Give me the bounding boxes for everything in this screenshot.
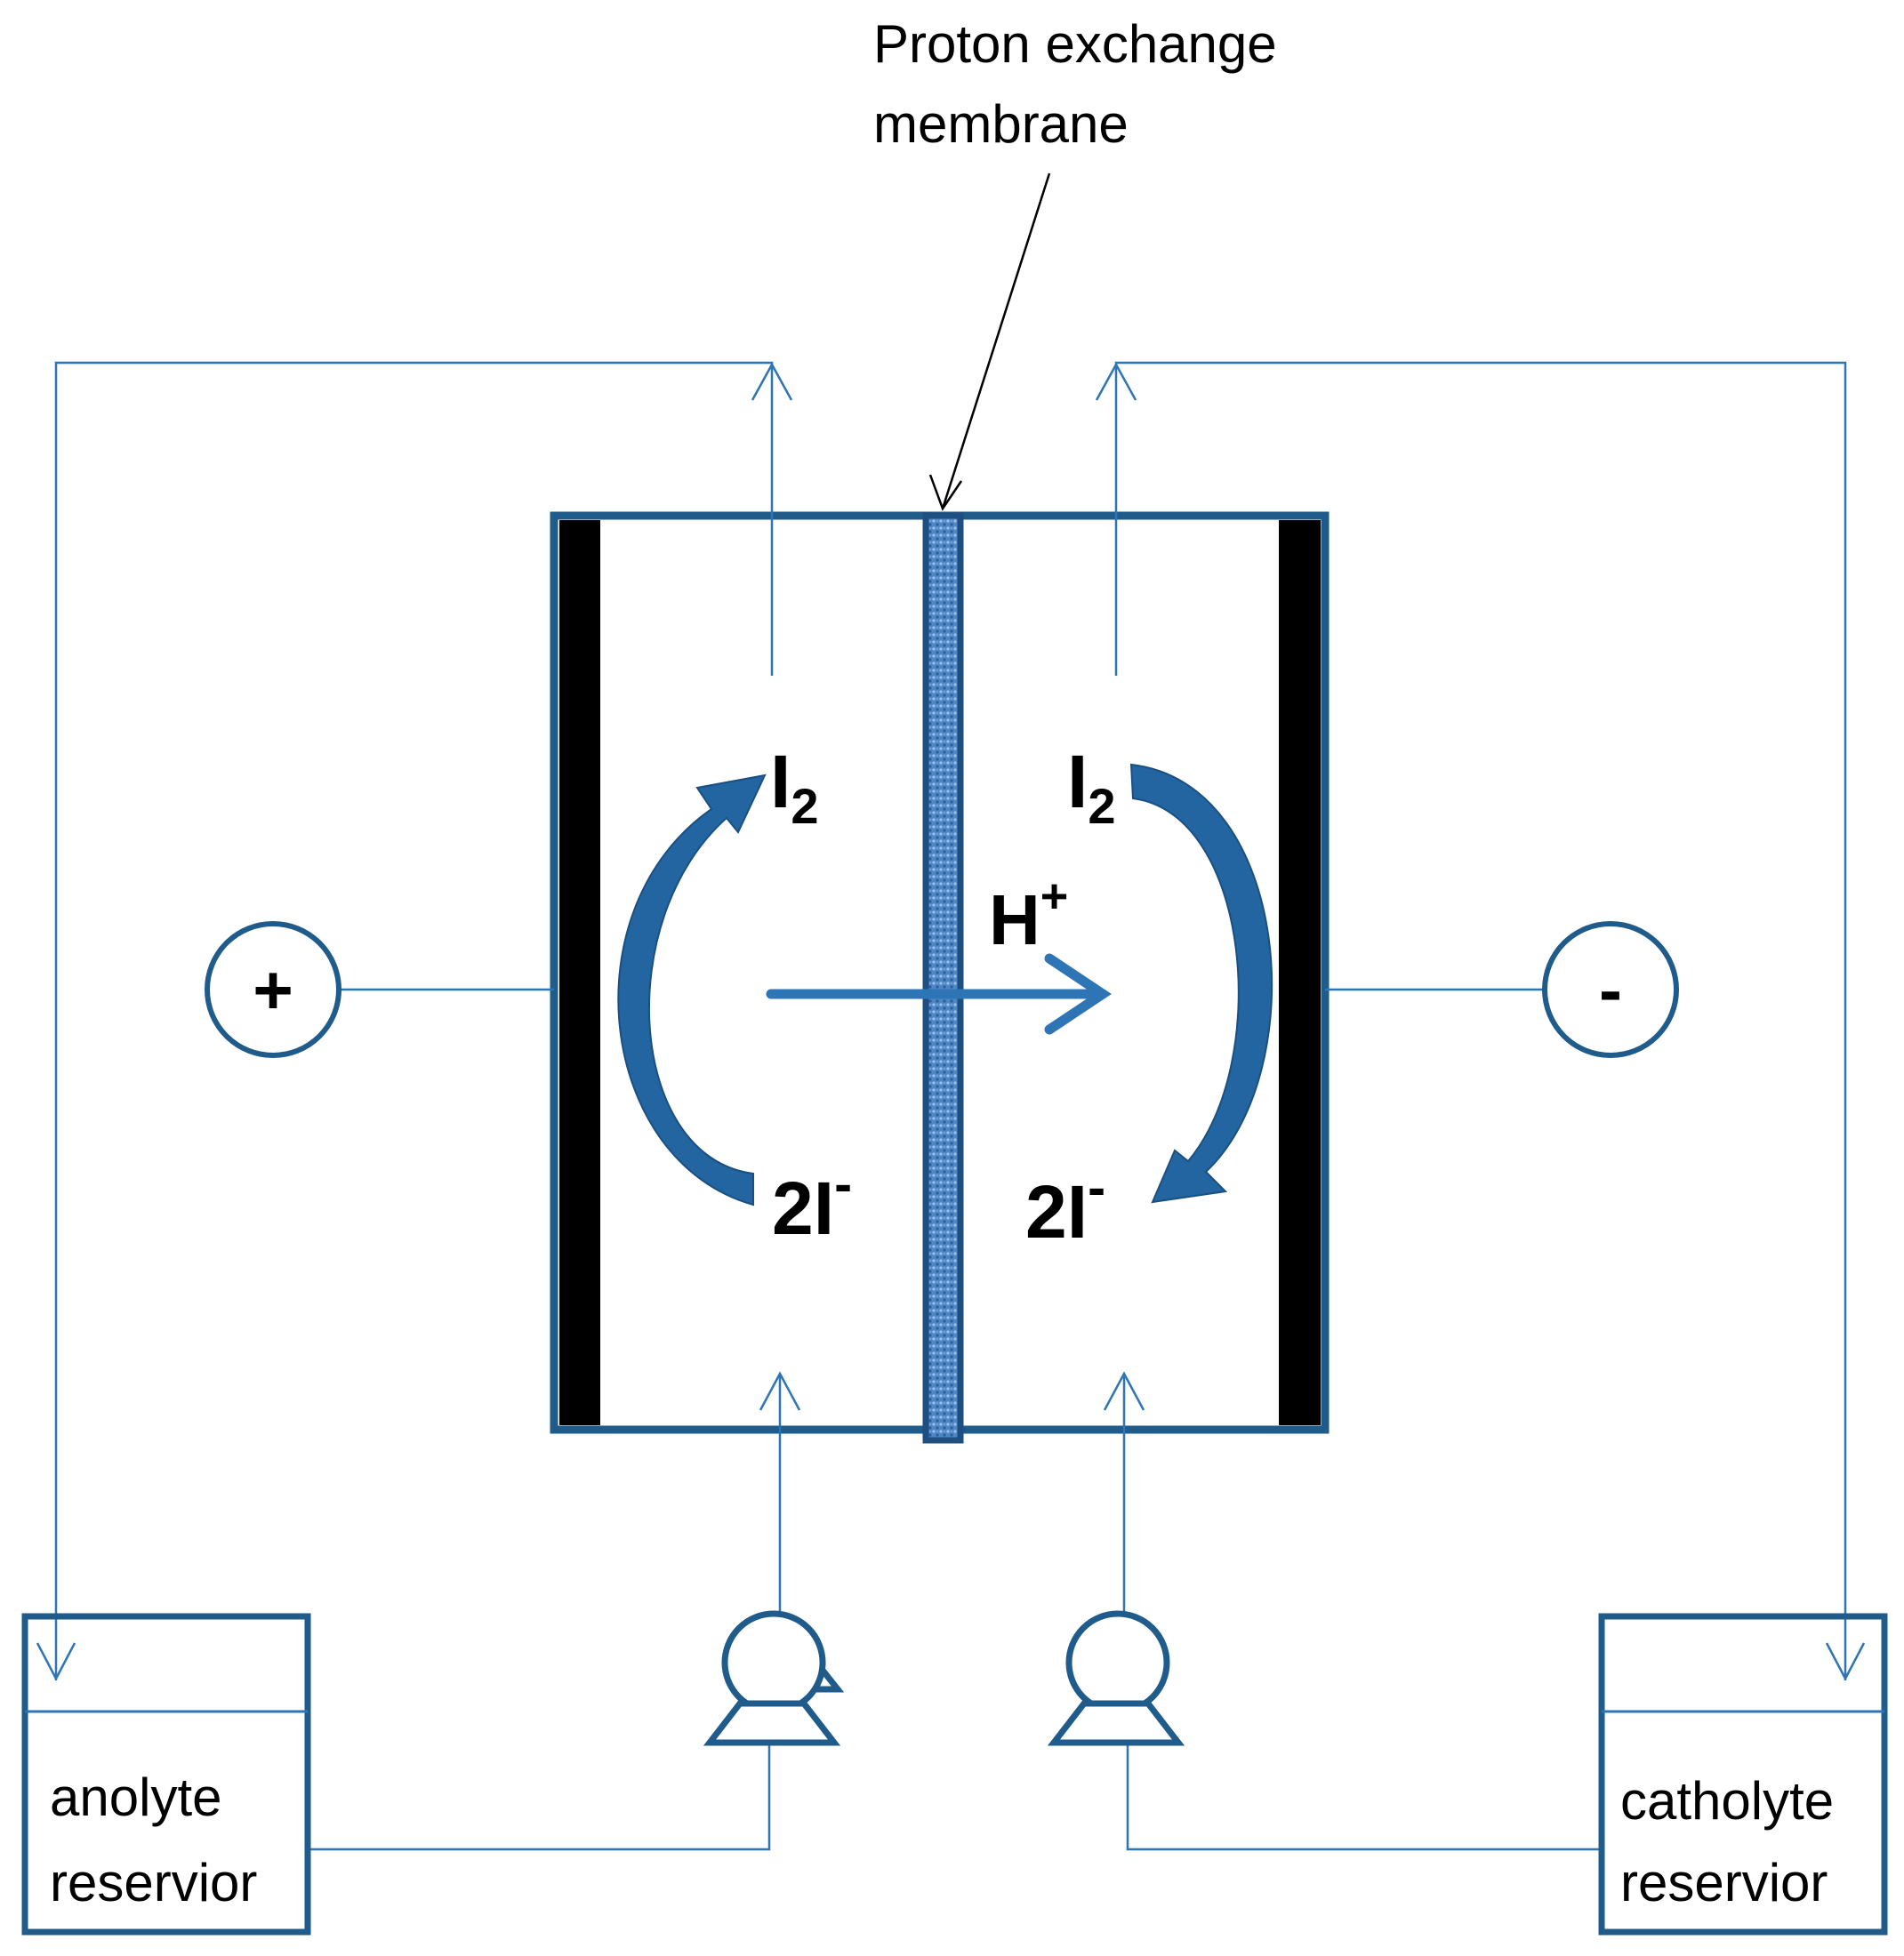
anolyte-reservoir-label-line1: anolyte — [50, 1768, 221, 1827]
anode-iodine-label: I2 — [770, 740, 819, 834]
catholyte-return-line — [1114, 361, 1847, 1680]
cathode-reduction-arc-arrow — [1129, 763, 1273, 1204]
anolyte-supply-line — [309, 1720, 771, 1851]
anode-iodine-base: I — [770, 740, 791, 823]
cathode-iodide-sup: - — [1088, 1158, 1105, 1217]
proton-base: H — [989, 880, 1040, 959]
catholyte-pump-icon — [1047, 1610, 1185, 1746]
membrane-pointer-arrow — [928, 172, 1051, 511]
anolyte-return-line — [54, 361, 774, 1680]
anolyte-reservoir: anolyte reservior — [21, 1613, 311, 1936]
cathode-iodide-label: 2I- — [1025, 1158, 1105, 1254]
anolyte-reservoir-label-line2: reservior — [50, 1853, 257, 1912]
proton-transport-arrow — [766, 953, 1112, 1035]
catholyte-reservoir-label-line2: reservior — [1620, 1853, 1828, 1912]
anolyte-reservoir-arrowhead — [36, 1642, 76, 1681]
catholyte-reservoir-label-line1: catholyte — [1620, 1771, 1834, 1831]
anode-oxidation-arc-arrow — [617, 774, 767, 1206]
anode-iodide-label: 2I- — [772, 1154, 852, 1250]
catholyte-reservoir-arrowhead — [1825, 1642, 1866, 1681]
cathode-iodine-sub: 2 — [1088, 778, 1115, 834]
cathode-iodine-label: I2 — [1067, 740, 1116, 834]
membrane-label-line2: membrane — [873, 94, 1129, 154]
negative-terminal: - — [1542, 921, 1679, 1058]
anolyte-pump-icon — [703, 1610, 845, 1746]
negative-terminal-label: - — [1599, 950, 1622, 1029]
catholyte-supply-line — [1126, 1720, 1601, 1851]
positive-terminal: + — [205, 921, 341, 1058]
cell — [550, 511, 1330, 1444]
cathode-iodine-base: I — [1067, 740, 1088, 823]
anode-electrode — [559, 520, 600, 1425]
positive-terminal-circle — [205, 921, 341, 1058]
negative-terminal-circle — [1542, 921, 1679, 1058]
anode-iodide-sup: - — [834, 1154, 852, 1214]
anolyte-top-arrowhead — [751, 362, 793, 401]
catholyte-top-arrowhead — [1095, 362, 1137, 401]
catholyte-feed-arrowhead — [1103, 1371, 1145, 1411]
proton-label: H+ — [989, 870, 1068, 959]
positive-terminal-label: + — [253, 950, 293, 1029]
anolyte-feed-arrowhead — [759, 1371, 801, 1411]
anolyte-reservoir-box — [21, 1613, 311, 1936]
cathode-iodide-base: 2I — [1025, 1170, 1088, 1254]
cathode-electrode — [1279, 520, 1321, 1425]
catholyte-reservoir: catholyte reservior — [1598, 1613, 1888, 1936]
flow-lines — [36, 361, 1866, 1851]
anode-iodine-sub: 2 — [791, 778, 818, 834]
membrane-label-line1: Proton exchange — [873, 14, 1277, 74]
membrane — [922, 512, 964, 1444]
proton-sup: + — [1040, 870, 1069, 923]
catholyte-reservoir-box — [1598, 1613, 1888, 1936]
anode-iodide-base: 2I — [772, 1166, 834, 1250]
